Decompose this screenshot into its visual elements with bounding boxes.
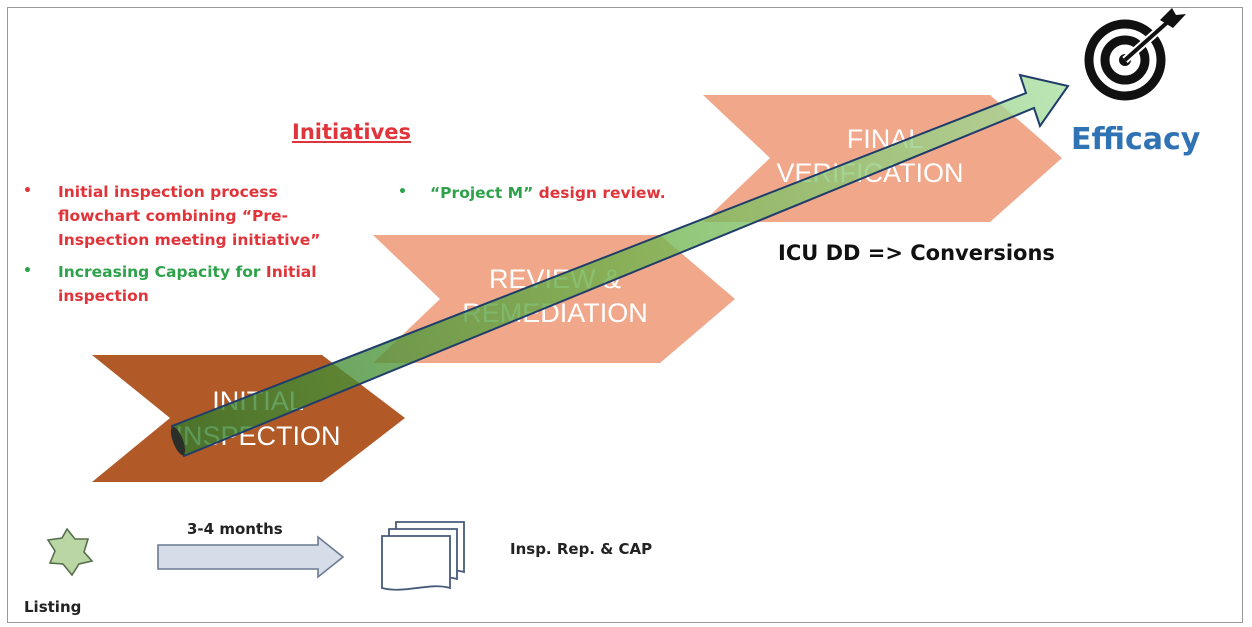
documents-icon (381, 521, 465, 591)
listing-label: Listing (24, 598, 82, 616)
project-m-quote: “Project M” (430, 184, 534, 202)
diagram-frame (7, 7, 1243, 623)
duration-label: 3-4 months (187, 520, 283, 538)
project-m-rest: design review. (533, 184, 666, 202)
target-icon (1084, 8, 1186, 101)
efficacy-label: Efficacy (1071, 122, 1201, 157)
bullet-dot: • (23, 263, 32, 279)
initiative-item-capacity: Increasing Capacity for Initial inspecti… (58, 260, 358, 308)
initiative-item-project-m: “Project M” design review. (430, 181, 666, 205)
conversion-label: ICU DD => Conversions (778, 241, 1055, 265)
listing-star-icon (46, 527, 94, 577)
progress-arrow (170, 73, 1070, 458)
bullet-dot: • (23, 183, 32, 199)
duration-arrow (157, 535, 345, 579)
initiatives-heading: Initiatives (292, 120, 412, 144)
output-label: Insp. Rep. & CAP (510, 540, 653, 558)
initiative-item-preinspection: Initial inspection process flowchart com… (58, 183, 321, 249)
capacity-green-part: Increasing Capacity for (58, 263, 261, 281)
capacity-red-part: Initial inspection (58, 263, 317, 305)
bullet-dot: • (398, 184, 407, 200)
